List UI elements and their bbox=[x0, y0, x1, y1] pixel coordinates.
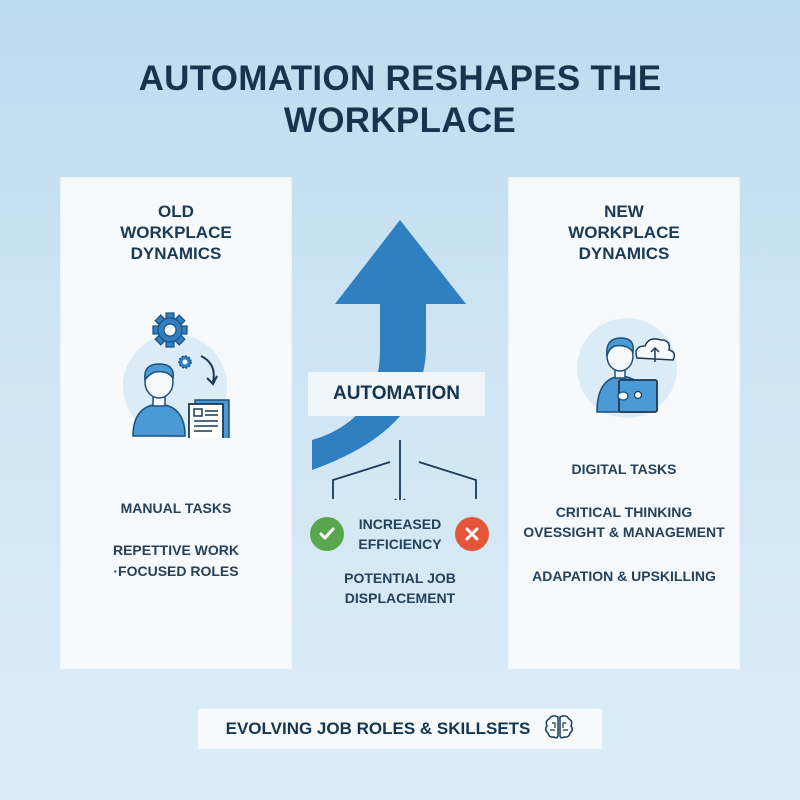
panel-title-line: WORKPLACE bbox=[568, 223, 680, 242]
new-workplace-title: NEW WORKPLACE DYNAMICS bbox=[509, 201, 739, 264]
title-line-1: AUTOMATION RESHAPES THE bbox=[138, 59, 662, 98]
automation-label: AUTOMATION bbox=[308, 372, 485, 416]
new-item-critical-thinking: CRITICAL THINKING bbox=[555, 504, 693, 520]
new-item-digital-tasks: DIGITAL TASKS bbox=[571, 461, 677, 477]
new-item-adaptation: ADAPATION & UPSKILLING bbox=[532, 568, 716, 584]
job-displacement-text: POTENTIAL JOB DISPLACEMENT bbox=[325, 568, 475, 608]
footer-banner: EVOLVING JOB ROLES & SKILLSETS bbox=[198, 709, 602, 749]
page-title: AUTOMATION RESHAPES THE WORKPLACE bbox=[0, 58, 800, 142]
outcome-line: DISPLACEMENT bbox=[344, 590, 456, 606]
new-item-oversight: OVESSIGHT & MANAGEMENT bbox=[523, 524, 725, 540]
panel-title-line: OLD bbox=[158, 202, 194, 221]
title-line-2: WORKPLACE bbox=[283, 101, 517, 140]
panel-title-line: WORKPLACE bbox=[120, 223, 232, 242]
outcome-line: POTENTIAL JOB bbox=[344, 570, 456, 586]
old-workplace-panel: OLD WORKPLACE DYNAMICS bbox=[61, 178, 291, 668]
increased-efficiency-text: INCREASED EFFICIENCY bbox=[350, 514, 450, 554]
old-item-repetitive-work: REPETTIVE WORK bbox=[112, 542, 239, 558]
old-workplace-title: OLD WORKPLACE DYNAMICS bbox=[61, 201, 291, 264]
outcome-branch-lines bbox=[300, 430, 500, 507]
old-item-focused-roles: ·FOCUSED ROLES bbox=[113, 563, 239, 579]
old-item-manual-tasks: MANUAL TASKS bbox=[120, 500, 232, 516]
panel-title-line: NEW bbox=[604, 202, 644, 221]
outcome-line: INCREASED bbox=[358, 516, 442, 532]
person-with-laptop-and-cloud-icon bbox=[575, 318, 679, 418]
footer-label: EVOLVING JOB ROLES & SKILLSETS bbox=[225, 719, 531, 738]
panel-title-line: DYNAMICS bbox=[130, 244, 222, 263]
new-workplace-panel: NEW WORKPLACE DYNAMICS DIGITAL TASKS CRI… bbox=[509, 178, 739, 668]
check-circle-icon bbox=[310, 517, 344, 551]
person-with-gears-and-document-icon bbox=[117, 308, 237, 441]
panel-title-line: DYNAMICS bbox=[578, 244, 670, 263]
x-circle-icon bbox=[455, 517, 489, 551]
outcome-line: EFFICIENCY bbox=[358, 536, 442, 552]
brain-icon bbox=[544, 714, 574, 745]
curved-up-arrow-icon bbox=[300, 200, 500, 490]
